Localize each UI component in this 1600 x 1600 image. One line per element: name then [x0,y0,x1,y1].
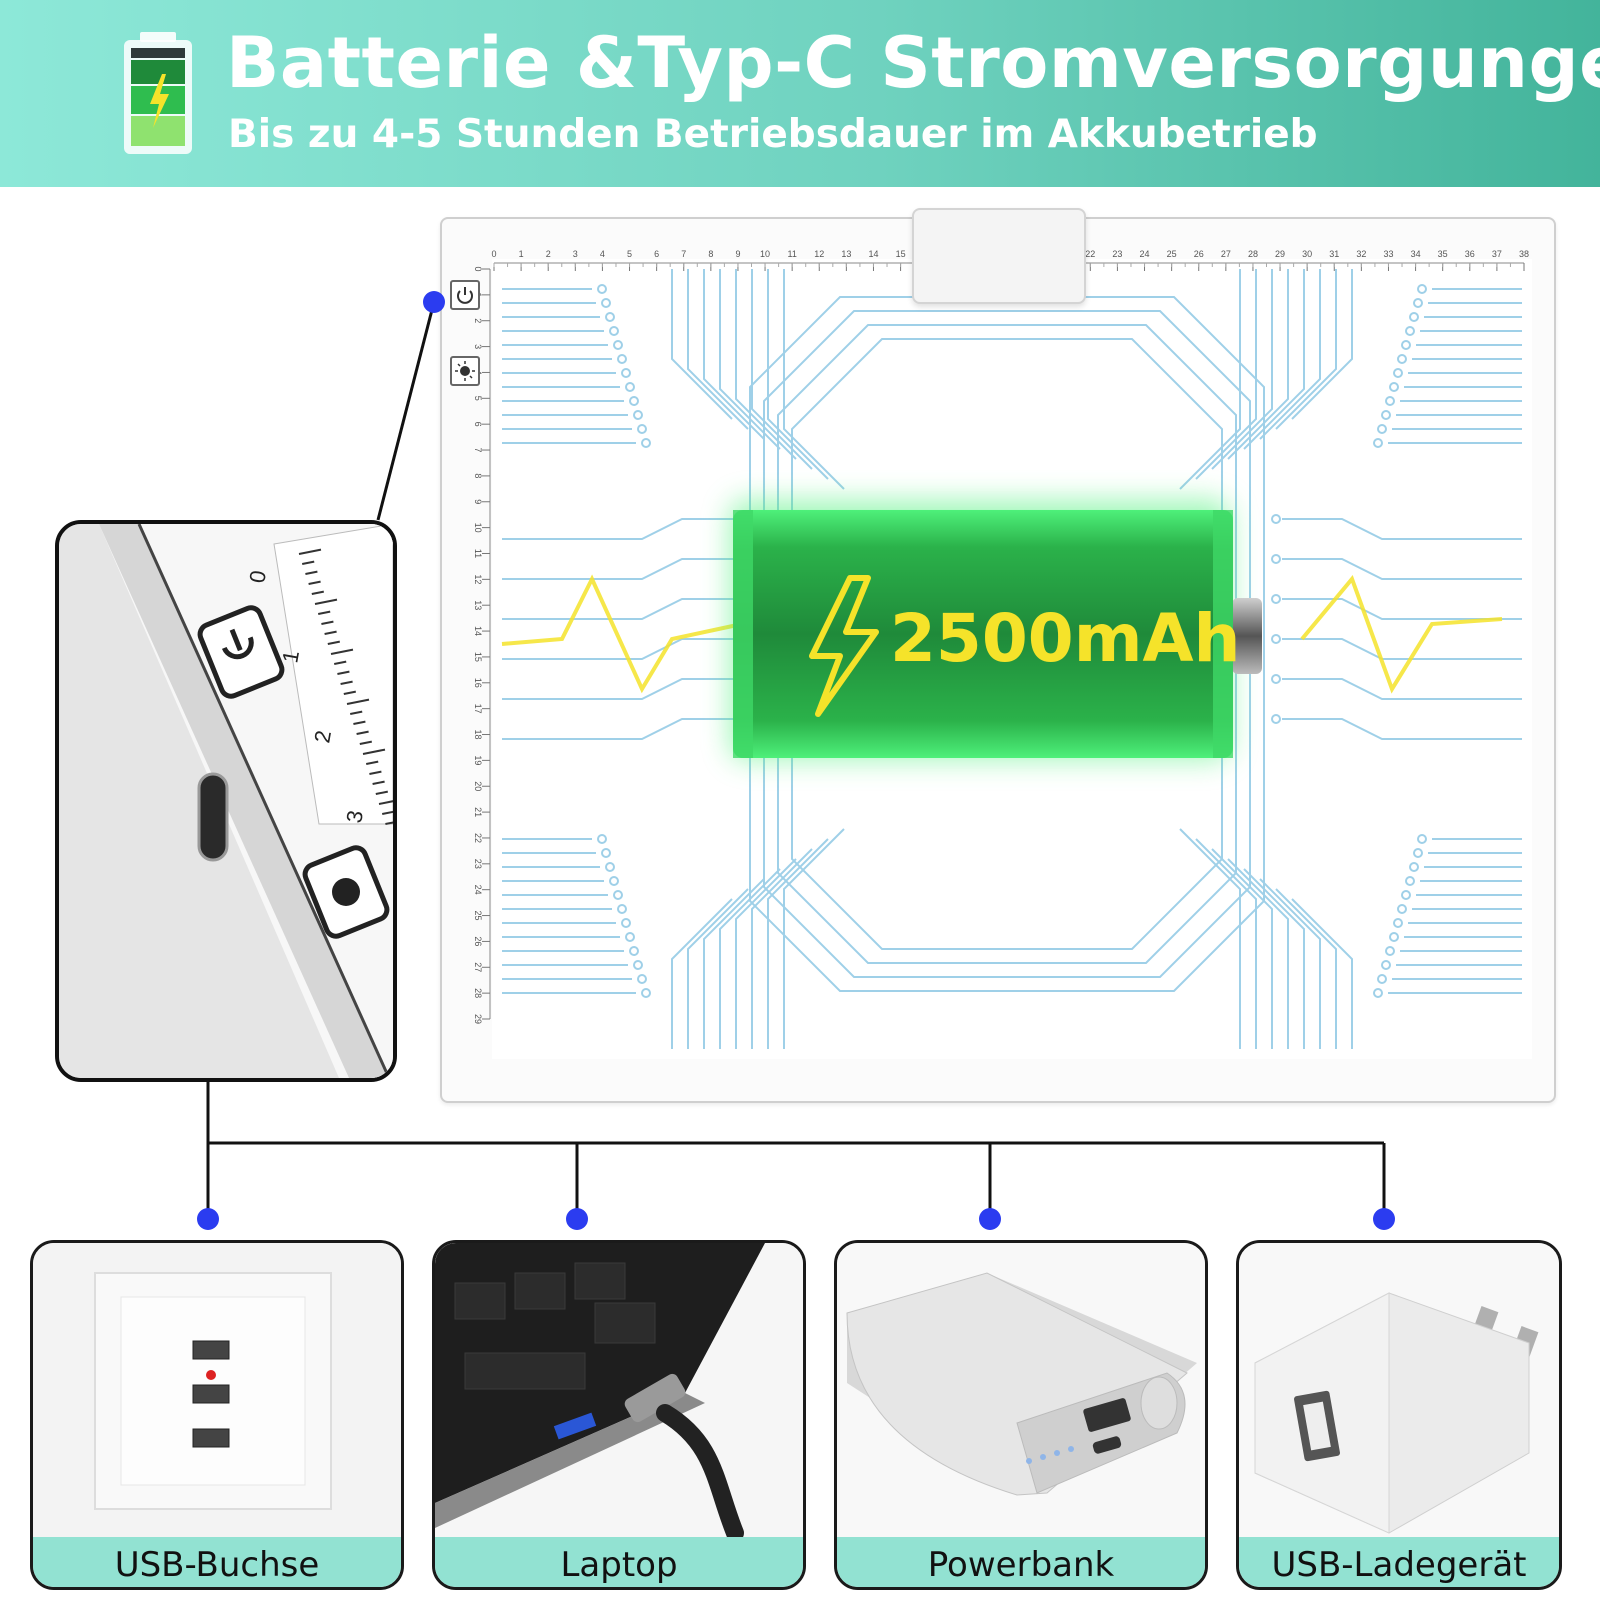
svg-text:13: 13 [473,600,483,610]
battery-charging-icon [124,32,192,154]
connector-dot-powerbank [979,1208,1001,1230]
source-label-laptop: Laptop [435,1537,803,1587]
svg-text:15: 15 [896,249,906,259]
brightness-icon [455,361,475,381]
svg-text:7: 7 [473,448,483,453]
svg-text:15: 15 [473,652,483,662]
source-card-usb-socket: USB-Buchse [30,1240,404,1590]
side-edge-illustration: 0 1 2 3 [59,524,393,1078]
svg-text:29: 29 [473,1014,483,1024]
svg-text:4: 4 [600,249,605,259]
svg-text:18: 18 [473,730,483,740]
board-brightness-button[interactable] [450,356,480,386]
svg-text:16: 16 [473,678,483,688]
svg-text:27: 27 [1221,249,1231,259]
svg-text:22: 22 [473,833,483,843]
svg-text:28: 28 [1248,249,1258,259]
svg-text:10: 10 [473,523,483,533]
svg-text:14: 14 [868,249,878,259]
battery-capacity-label: 2500mAh [890,600,1241,677]
svg-text:12: 12 [814,249,824,259]
zoom-power-button [197,605,285,699]
zoom-ruler-label-0: 0 [244,568,271,584]
svg-text:31: 31 [1329,249,1339,259]
source-card-powerbank: Powerbank [834,1240,1208,1590]
board-power-button[interactable] [450,280,480,310]
zoom-ruler-label-3: 3 [341,808,368,824]
svg-text:25: 25 [1167,249,1177,259]
svg-text:11: 11 [787,249,796,259]
svg-text:10: 10 [760,249,770,259]
svg-text:6: 6 [473,422,483,427]
svg-text:32: 32 [1356,249,1366,259]
power-icon [457,287,473,304]
svg-text:0: 0 [491,249,496,259]
svg-text:1: 1 [519,249,524,259]
svg-text:25: 25 [473,911,483,921]
page-title: Batterie &Typ-C Stromversorgungen [226,22,1600,104]
svg-text:11: 11 [473,549,483,558]
source-label-usb-charger: USB-Ladegerät [1239,1537,1559,1587]
svg-text:13: 13 [841,249,851,259]
page-subtitle: Bis zu 4-5 Stunden Betriebsdauer im Akku… [228,112,1318,157]
laptop-icon [435,1243,803,1537]
svg-text:6: 6 [654,249,659,259]
svg-text:5: 5 [627,249,632,259]
svg-text:37: 37 [1492,249,1502,259]
svg-text:3: 3 [573,249,578,259]
svg-text:24: 24 [473,885,483,895]
svg-text:27: 27 [473,962,483,972]
svg-text:22: 22 [1085,249,1095,259]
svg-text:8: 8 [473,473,483,478]
svg-text:12: 12 [473,574,483,584]
svg-text:24: 24 [1140,249,1150,259]
svg-text:7: 7 [681,249,686,259]
svg-text:33: 33 [1383,249,1393,259]
svg-text:14: 14 [473,626,483,636]
source-card-laptop: Laptop [432,1240,806,1590]
usb-c-port [197,772,229,862]
svg-text:23: 23 [473,859,483,869]
svg-text:21: 21 [473,807,483,817]
svg-text:36: 36 [1465,249,1475,259]
svg-text:8: 8 [708,249,713,259]
svg-text:9: 9 [735,249,740,259]
svg-text:2: 2 [546,249,551,259]
svg-text:23: 23 [1112,249,1122,259]
svg-text:26: 26 [473,936,483,946]
svg-text:9: 9 [473,499,483,504]
svg-text:29: 29 [1275,249,1285,259]
usb-charger-icon [1239,1243,1559,1537]
header-banner: Batterie &Typ-C Stromversorgungen Bis zu… [0,0,1600,187]
svg-text:17: 17 [473,704,483,714]
battery-graphic [730,500,1262,760]
lightning-icon [809,575,879,717]
powerbank-icon [837,1243,1205,1537]
source-label-powerbank: Powerbank [837,1537,1205,1587]
paper-clip [912,208,1086,304]
zoom-detail-panel: 0 1 2 3 [55,520,397,1082]
svg-text:19: 19 [473,755,483,765]
zoom-ruler-label-2: 2 [309,728,336,744]
source-label-usb-socket: USB-Buchse [33,1537,401,1587]
svg-text:20: 20 [473,781,483,791]
svg-text:35: 35 [1438,249,1448,259]
connector-dot-laptop [566,1208,588,1230]
connector-dot-board [423,291,445,313]
svg-text:30: 30 [1302,249,1312,259]
svg-text:0: 0 [473,266,483,271]
svg-text:38: 38 [1519,249,1529,259]
zoom-ruler-label-1: 1 [277,648,304,664]
svg-text:26: 26 [1194,249,1204,259]
source-card-usb-charger: USB-Ladegerät [1236,1240,1562,1590]
connector-dot-usb-charger [1373,1208,1395,1230]
svg-text:5: 5 [473,396,483,401]
svg-text:28: 28 [473,988,483,998]
svg-text:34: 34 [1411,249,1421,259]
usb-socket-icon [33,1243,401,1537]
svg-text:2: 2 [473,318,483,323]
connector-dot-usb-socket [197,1208,219,1230]
svg-text:3: 3 [473,344,483,349]
